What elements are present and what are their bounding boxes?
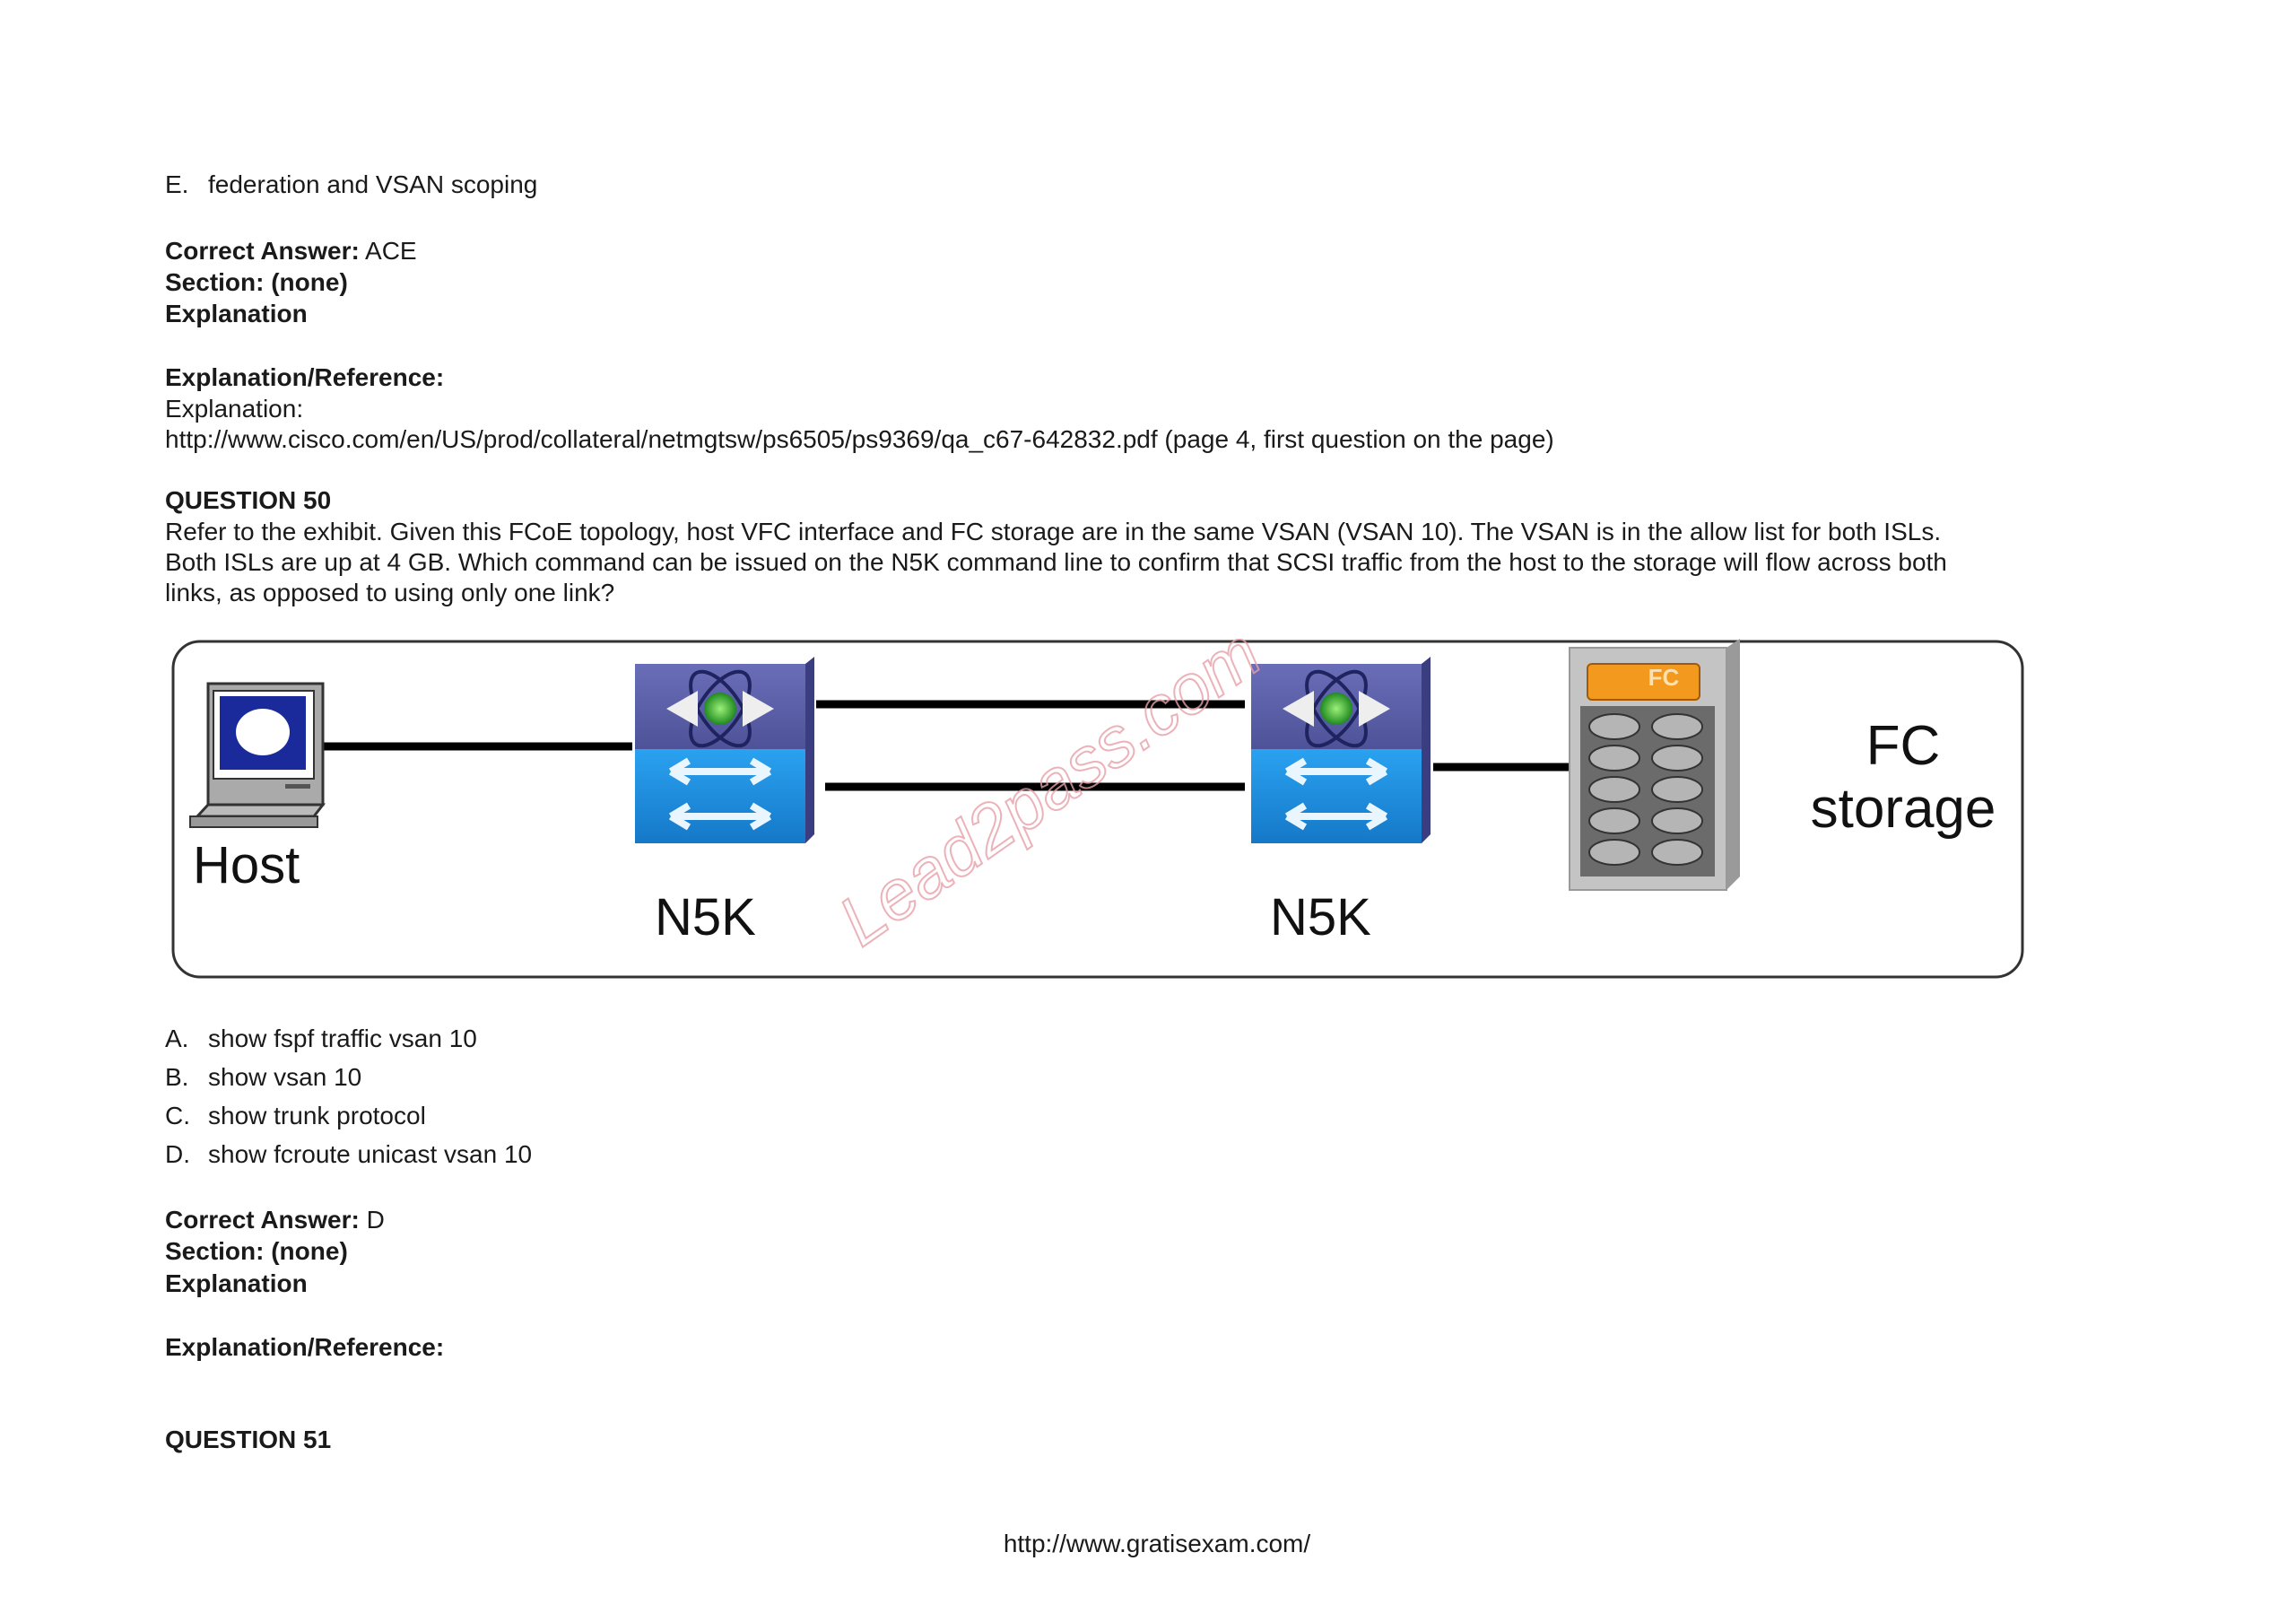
host-computer-icon bbox=[189, 682, 326, 828]
explanation-reference-heading: Explanation/Reference: bbox=[165, 1333, 445, 1361]
option-text: federation and VSAN scoping bbox=[208, 170, 538, 198]
question-line: Refer to the exhibit. Given this FCoE to… bbox=[165, 518, 1942, 545]
exhibit-frame bbox=[171, 640, 2024, 979]
section-label: Section: (none) bbox=[165, 268, 348, 296]
switch2-label: N5K bbox=[1270, 888, 1371, 946]
footer-url[interactable]: http://www.gratisexam.com/ bbox=[1003, 1530, 1311, 1557]
storage-label-line2: storage bbox=[1811, 778, 1996, 840]
option-text: show fspf traffic vsan 10 bbox=[208, 1025, 477, 1052]
option-text: show trunk protocol bbox=[208, 1102, 426, 1129]
storage-label-line1: FC bbox=[1866, 715, 1941, 777]
fc-storage-icon bbox=[1569, 639, 1740, 891]
question-title: QUESTION 50 bbox=[165, 486, 332, 514]
explanation-reference-heading: Explanation/Reference: bbox=[165, 363, 445, 391]
explanation-heading: Explanation bbox=[165, 1269, 308, 1297]
section-label: Section: (none) bbox=[165, 1237, 348, 1265]
question-line: Both ISLs are up at 4 GB. Which command … bbox=[165, 548, 1947, 576]
reference-url: http://www.cisco.com/en/US/prod/collater… bbox=[165, 425, 1554, 453]
correct-answer: Correct Answer: D bbox=[165, 1205, 385, 1235]
host-label: Host bbox=[193, 836, 300, 894]
option-letter: B. bbox=[165, 1063, 189, 1091]
switch1-label: N5K bbox=[655, 888, 756, 946]
correct-answer-value: D bbox=[366, 1206, 385, 1234]
correct-answer: Correct Answer: ACE bbox=[165, 236, 417, 266]
option-letter: D. bbox=[165, 1140, 190, 1168]
option-d: D. show fcroute unicast vsan 10 bbox=[165, 1139, 532, 1170]
option-c: C. show trunk protocol bbox=[165, 1101, 426, 1131]
correct-answer-label: Correct Answer: bbox=[165, 237, 360, 265]
option-letter: C. bbox=[165, 1102, 190, 1129]
option-b: B. show vsan 10 bbox=[165, 1062, 361, 1093]
option-letter: E. bbox=[165, 170, 189, 198]
exhibit-diagram: Host N5K N5K FC F bbox=[171, 639, 2024, 979]
option-a: A. show fspf traffic vsan 10 bbox=[165, 1024, 477, 1054]
n5k-switch-icon bbox=[635, 657, 814, 843]
question-title: QUESTION 51 bbox=[165, 1426, 332, 1453]
option-text: show vsan 10 bbox=[208, 1063, 362, 1091]
correct-answer-value: ACE bbox=[365, 237, 417, 265]
explanation-heading: Explanation bbox=[165, 300, 308, 327]
option-e: E. federation and VSAN scoping bbox=[165, 170, 537, 200]
option-letter: A. bbox=[165, 1025, 189, 1052]
correct-answer-label: Correct Answer: bbox=[165, 1206, 360, 1234]
storage-badge: FC bbox=[1648, 664, 1680, 691]
option-text: show fcroute unicast vsan 10 bbox=[208, 1140, 533, 1168]
explanation-text: Explanation: bbox=[165, 395, 304, 423]
n5k-switch-icon bbox=[1251, 657, 1431, 843]
question-line: links, as opposed to using only one link… bbox=[165, 579, 615, 606]
